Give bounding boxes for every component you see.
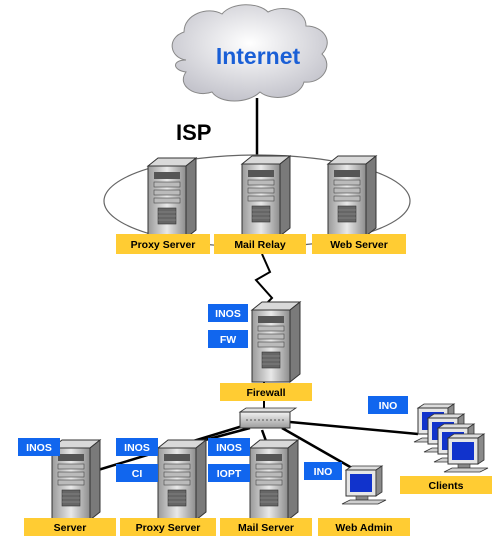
- isp-web-label-box: [312, 234, 406, 254]
- internet-cloud: Internet: [171, 4, 328, 102]
- web-admin-label-box: [318, 518, 410, 536]
- lan-mail-label: Mail Server: [238, 522, 294, 534]
- isp-label: ISP: [176, 120, 211, 145]
- lan-proxy-badge-ci-box: [116, 464, 158, 482]
- clients: INO Clients: [368, 396, 492, 494]
- firewall-label-box: [220, 383, 312, 401]
- isp-proxy-label: Proxy Server: [131, 239, 196, 251]
- network-hub: [238, 407, 298, 429]
- web-admin-label: Web Admin: [335, 522, 392, 534]
- isp-mail-relay-label-box: [214, 234, 306, 254]
- isp-proxy-server: Proxy Server: [116, 157, 210, 254]
- lan-proxy-badge-inos-box: [116, 438, 158, 456]
- internet-label: Internet: [216, 43, 301, 69]
- web-admin: INO Web Admin: [304, 462, 410, 536]
- clients-badge: INO: [379, 400, 398, 412]
- firewall: INOS FW Firewall: [208, 301, 312, 401]
- firewall-badge-fw-box: [208, 330, 248, 348]
- isp-proxy-label-box: [116, 234, 210, 254]
- lan-proxy-badge-ci: CI: [132, 468, 143, 480]
- clients-badge-box: [368, 396, 408, 414]
- lan-mail-badge-iopt-box: [208, 464, 250, 482]
- lan-mail-label-box: [220, 518, 312, 536]
- firewall-badge-inos: INOS: [215, 308, 241, 320]
- isp-web-label: Web Server: [330, 239, 388, 251]
- clients-label-box: [400, 476, 492, 494]
- lan-server-label-box: [24, 518, 116, 536]
- lan-server-label: Server: [54, 522, 87, 534]
- firewall-label: Firewall: [246, 387, 285, 399]
- clients-label: Clients: [428, 480, 463, 492]
- lan-server: INOS Server: [18, 438, 116, 536]
- lan-mail-badge-inos: INOS: [216, 442, 242, 454]
- web-admin-badge-box: [304, 462, 342, 480]
- lan-server-badge-box: [18, 438, 60, 456]
- firewall-badge-inos-box: [208, 304, 248, 322]
- lan-proxy-badge-inos: INOS: [124, 442, 150, 454]
- lan-mail-badge-iopt: IOPT: [217, 468, 242, 480]
- lan-server-badge: INOS: [26, 442, 52, 454]
- firewall-badge-fw: FW: [220, 334, 236, 346]
- lan-mail-badge-inos-box: [208, 438, 250, 456]
- isp-mail-relay-label: Mail Relay: [234, 239, 286, 251]
- lan-proxy-server: INOS CI Proxy Server: [116, 438, 216, 536]
- lan-proxy-label: Proxy Server: [136, 522, 201, 534]
- isp-mail-relay: Mail Relay: [214, 155, 306, 254]
- lan-proxy-label-box: [120, 518, 216, 536]
- isp-web-server: Web Server: [312, 155, 406, 254]
- web-admin-badge: INO: [314, 466, 333, 478]
- lan-mail-server: INOS IOPT Mail Server: [208, 438, 312, 536]
